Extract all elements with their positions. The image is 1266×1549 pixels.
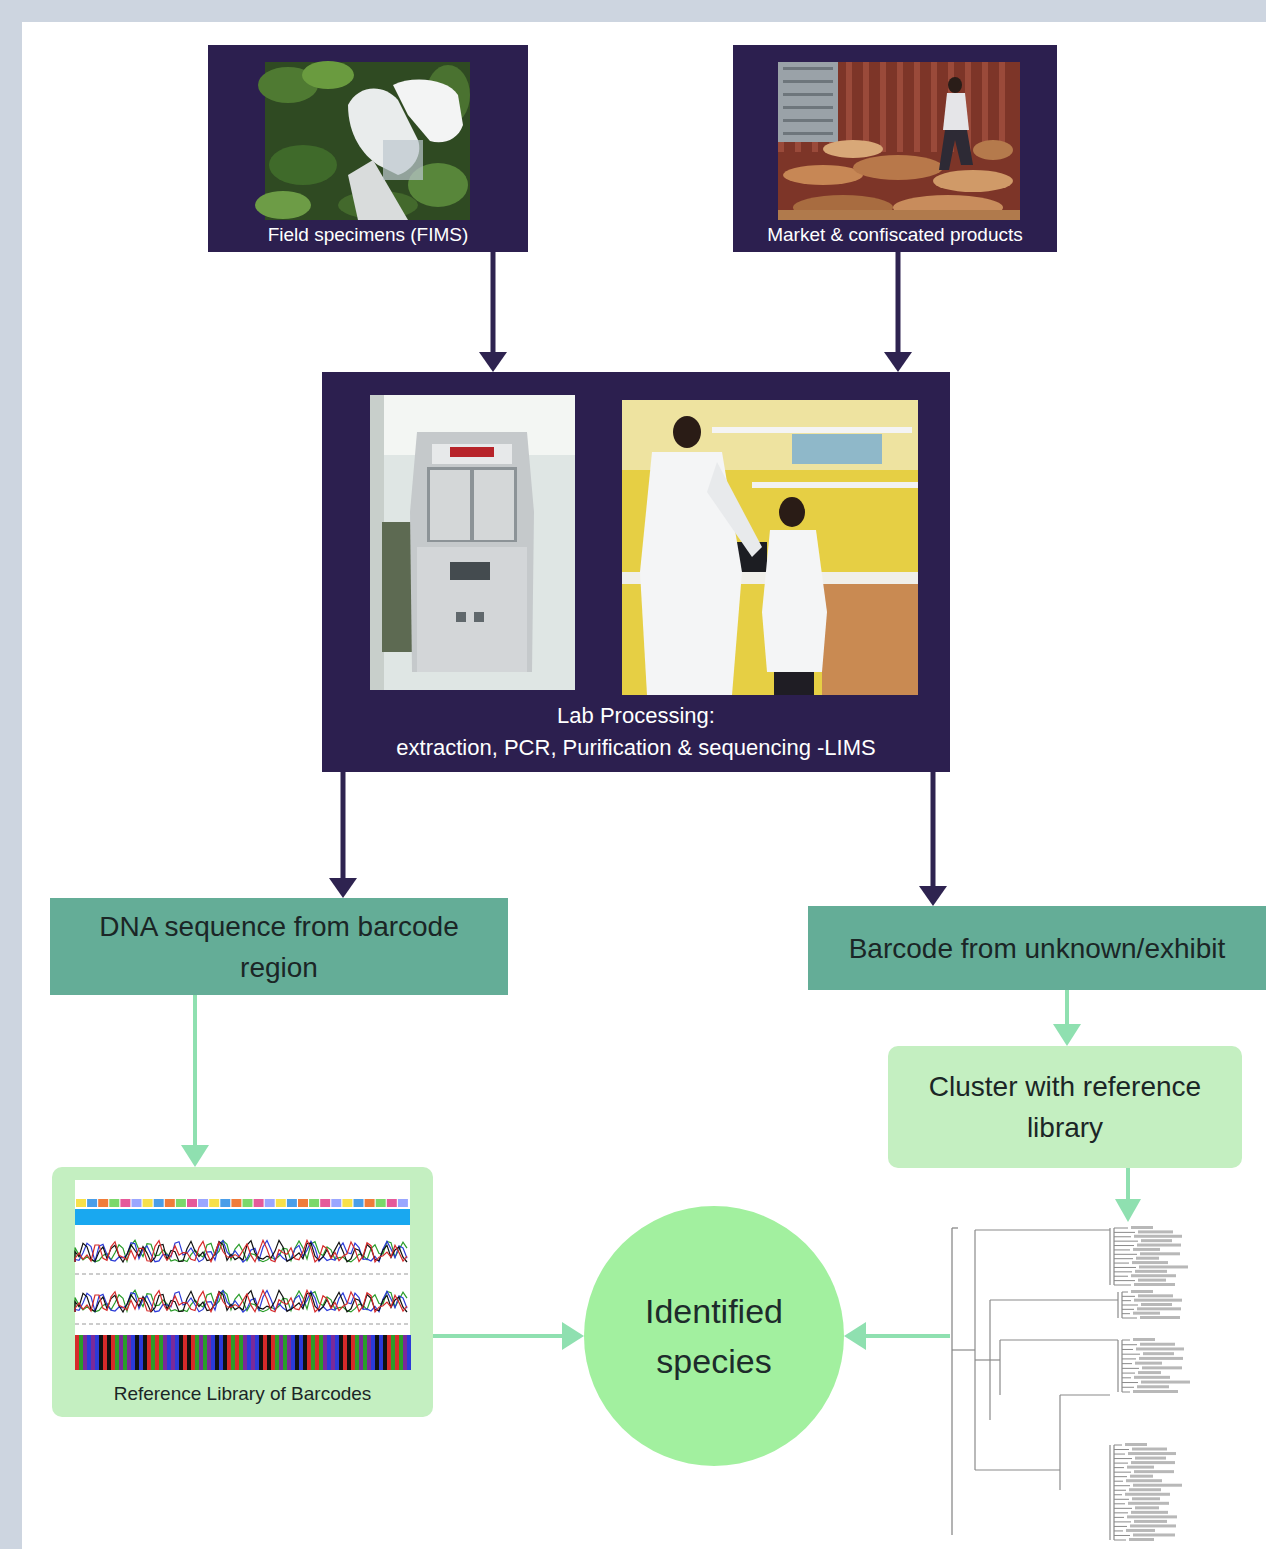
sample-source-box: Field specimens (FIMS) — [208, 45, 528, 252]
node-label: Identified species — [614, 1286, 814, 1386]
node-label: Cluster with reference library — [912, 1066, 1218, 1148]
illustration-svg — [52, 1167, 433, 1417]
node-label: Market & confiscated products — [767, 222, 1023, 248]
process-box: Lab Processing:extraction, PCR, Purifica… — [322, 372, 950, 772]
flow-arrow — [896, 252, 901, 352]
illustration — [733, 45, 1057, 252]
result-circle: Identified species — [584, 1206, 844, 1466]
illustration-svg — [208, 45, 528, 252]
flow-arrow — [491, 252, 496, 352]
flow-arrow — [866, 1168, 1128, 1336]
lab-photos — [370, 395, 918, 695]
sample-source-box: Market & confiscated products — [733, 45, 1057, 252]
phylogenetic-tree — [952, 1226, 1190, 1541]
node-label: DNA sequence from barcode region — [80, 906, 478, 988]
flow-arrow — [193, 995, 197, 1145]
node-label: Field specimens (FIMS) — [268, 222, 469, 248]
node-label: Lab Processing: — [557, 700, 715, 732]
field-photo — [255, 61, 470, 220]
reference-library-box: Reference Library of Barcodes — [52, 1167, 433, 1417]
chromatogram-image — [75, 1180, 411, 1370]
illustration — [208, 45, 528, 252]
flow-arrow — [341, 772, 346, 878]
node-label: Barcode from unknown/exhibit — [849, 928, 1226, 969]
flow-arrow — [433, 1334, 562, 1338]
flow-arrow — [931, 772, 936, 886]
node-body: extraction, PCR, Purification & sequenci… — [396, 732, 875, 764]
data-box: Barcode from unknown/exhibit — [808, 906, 1266, 990]
flow-arrow — [1065, 990, 1069, 1024]
step-box: Cluster with reference library — [888, 1046, 1242, 1168]
illustration-svg — [733, 45, 1057, 252]
data-box: DNA sequence from barcode region — [50, 898, 508, 995]
arrow-head — [1115, 1199, 1141, 1222]
market-photo — [778, 62, 1020, 220]
node-label: Reference Library of Barcodes — [114, 1381, 372, 1407]
illustration — [52, 1167, 433, 1417]
